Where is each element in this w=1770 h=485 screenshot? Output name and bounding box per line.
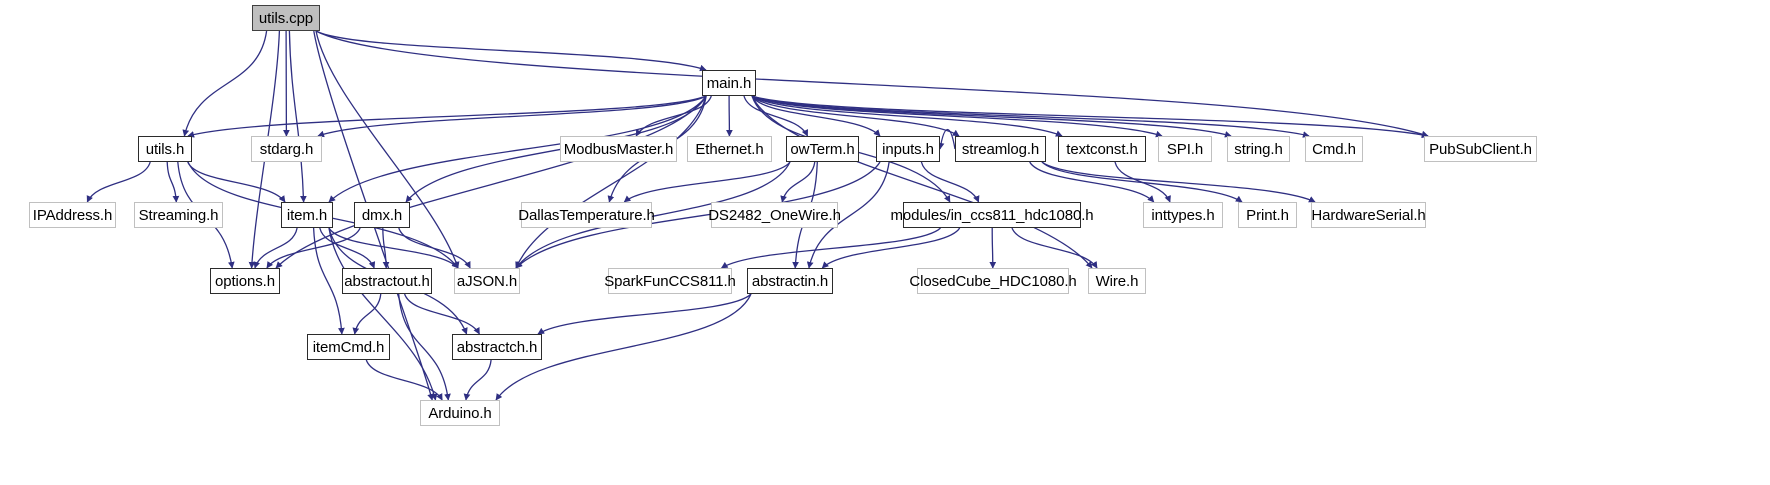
node-utils-cpp[interactable]: utils.cpp xyxy=(252,5,320,31)
edge-dmx-h-to-options-h xyxy=(266,227,361,269)
edge-utils-cpp-to-pubsub-h xyxy=(315,30,1429,138)
node-wire-h[interactable]: Wire.h xyxy=(1088,268,1146,294)
node-streamlog-h[interactable]: streamlog.h xyxy=(955,136,1046,162)
node-dmx-h[interactable]: dmx.h xyxy=(354,202,410,228)
node-pubsub-h[interactable]: PubSubClient.h xyxy=(1424,136,1537,162)
node-hwserial-h[interactable]: HardwareSerial.h xyxy=(1311,202,1426,228)
edge-streamlog-h-to-print-h xyxy=(1041,161,1243,203)
node-print-h[interactable]: Print.h xyxy=(1238,202,1297,228)
edge-main-h-to-stdarg-h xyxy=(317,95,707,138)
node-abstractout-h[interactable]: abstractout.h xyxy=(342,268,432,294)
node-spi-h[interactable]: SPI.h xyxy=(1158,136,1212,162)
node-options-h[interactable]: options.h xyxy=(210,268,280,294)
edge-main-h-to-ajson-h xyxy=(515,95,707,269)
edge-utils-cpp-to-item-h xyxy=(288,30,307,203)
edge-main-h-to-cmd-h xyxy=(751,95,1310,138)
edge-main-h-to-textconst-h xyxy=(751,95,1063,137)
node-closedcube-h[interactable]: ClosedCube_HDC1080.h xyxy=(909,268,1077,294)
node-ethernet-h[interactable]: Ethernet.h xyxy=(687,136,772,162)
node-cmd-h[interactable]: Cmd.h xyxy=(1305,136,1363,162)
node-modules-h[interactable]: modules/in_ccs811_hdc1080.h xyxy=(891,202,1094,228)
edge-streamlog-h-to-hwserial-h xyxy=(1041,161,1316,203)
edge-streamlog-h-to-inputs-h xyxy=(937,128,956,150)
edge-main-h-to-pubsub-h xyxy=(751,95,1429,139)
edge-item-h-to-options-h xyxy=(253,227,298,269)
edge-owterm-h-to-ds2482-h xyxy=(780,161,816,203)
edge-utils-h-to-ipaddress-h xyxy=(86,161,151,203)
node-stdarg-h[interactable]: stdarg.h xyxy=(251,136,322,162)
edge-textconst-h-to-inttypes-h xyxy=(1114,161,1171,203)
edge-streamlog-h-to-inttypes-h xyxy=(1029,161,1155,203)
node-modbus-h[interactable]: ModbusMaster.h xyxy=(560,136,677,162)
edge-modules-h-to-sparkfun-h xyxy=(720,227,941,269)
edge-main-h-to-streamlog-h xyxy=(751,95,960,137)
node-inttypes-h[interactable]: inttypes.h xyxy=(1143,202,1223,228)
node-textconst-h[interactable]: textconst.h xyxy=(1058,136,1146,162)
node-inputs-h[interactable]: inputs.h xyxy=(876,136,940,162)
edge-abstractin-h-to-abstractch-h xyxy=(537,293,752,335)
edge-main-h-to-spi-h xyxy=(751,95,1163,138)
edge-dmx-h-to-abstractout-h xyxy=(382,227,390,269)
edge-main-h-to-options-h xyxy=(275,95,707,269)
node-abstractch-h[interactable]: abstractch.h xyxy=(452,334,542,360)
node-utils-h[interactable]: utils.h xyxy=(138,136,192,162)
edge-main-h-to-owterm-h xyxy=(743,95,809,137)
edge-main-h-to-string-h xyxy=(751,95,1232,138)
edge-main-h-to-wire-h xyxy=(751,95,1093,269)
edge-inputs-h-to-modules-h xyxy=(920,161,980,203)
edge-item-h-to-itemcmd-h xyxy=(312,227,345,335)
node-string-h[interactable]: string.h xyxy=(1227,136,1290,162)
node-item-h[interactable]: item.h xyxy=(281,202,333,228)
edge-main-h-to-utils-h xyxy=(187,95,707,138)
edge-itemcmd-h-to-arduino-h xyxy=(365,359,443,401)
node-main-h[interactable]: main.h xyxy=(702,70,756,96)
node-owterm-h[interactable]: owTerm.h xyxy=(786,136,859,162)
edge-owterm-h-to-dallas-h xyxy=(623,161,791,203)
edge-utils-cpp-to-utils-h xyxy=(182,30,268,137)
node-ds2482-h[interactable]: DS2482_OneWire.h xyxy=(708,202,841,228)
node-arduino-h[interactable]: Arduino.h xyxy=(420,400,500,426)
edge-abstractout-h-to-abstractch-h xyxy=(403,293,480,335)
edge-modules-h-to-closedcube-h xyxy=(989,227,997,269)
node-abstractin-h[interactable]: abstractin.h xyxy=(747,268,833,294)
edge-utils-h-to-streaming-h xyxy=(166,161,180,203)
edge-main-h-to-modbus-h xyxy=(635,95,712,137)
edge-abstractout-h-to-arduino-h xyxy=(398,293,451,401)
node-itemcmd-h[interactable]: itemCmd.h xyxy=(307,334,390,360)
edge-utils-cpp-to-main-h xyxy=(315,30,707,72)
node-ipaddress-h[interactable]: IPAddress.h xyxy=(29,202,116,228)
edge-abstractout-h-to-itemcmd-h xyxy=(352,293,382,335)
edge-abstractch-h-to-arduino-h xyxy=(463,359,492,401)
node-ajson-h[interactable]: aJSON.h xyxy=(454,268,520,294)
edge-main-h-to-inputs-h xyxy=(751,95,881,137)
edge-item-h-to-arduino-h xyxy=(328,227,438,401)
edge-utils-cpp-to-ajson-h xyxy=(315,30,460,269)
edge-utils-h-to-item-h xyxy=(187,161,286,203)
edge-modules-h-to-abstractin-h xyxy=(821,227,961,269)
edge-item-h-to-ajson-h xyxy=(328,227,459,269)
node-sparkfun-h[interactable]: SparkFunCCS811.h xyxy=(604,268,736,294)
edge-item-h-to-abstractout-h xyxy=(319,227,376,269)
edge-modules-h-to-wire-h xyxy=(1011,227,1098,269)
edge-dmx-h-to-ajson-h xyxy=(398,227,471,269)
node-streaming-h[interactable]: Streaming.h xyxy=(134,202,223,228)
node-dallas-h[interactable]: DallasTemperature.h xyxy=(518,202,655,228)
